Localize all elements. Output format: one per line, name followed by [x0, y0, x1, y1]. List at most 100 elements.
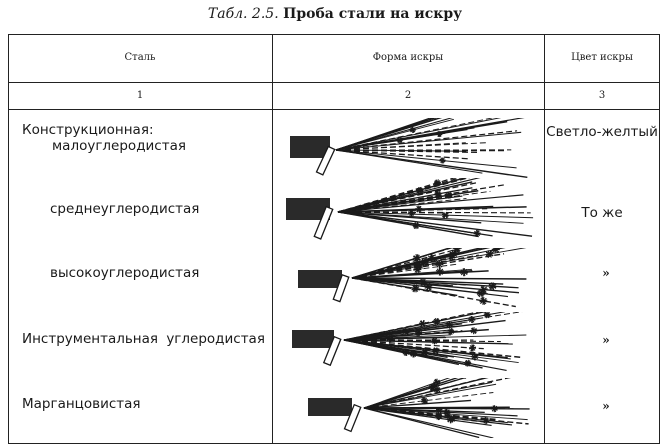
row-3-color: »: [602, 266, 610, 280]
spark-streak: [335, 118, 434, 151]
spark-streak: [337, 211, 534, 219]
workpiece-rod: [313, 205, 334, 240]
header-spark-shape: Форма искры: [372, 52, 444, 63]
spark-streak: [343, 339, 501, 343]
spark-illustration-high-carbon: [298, 248, 527, 308]
grinding-wheel-block: [308, 398, 352, 416]
spark-burst: [435, 267, 444, 276]
spark-streak: [335, 118, 432, 151]
column-number-1: 1: [136, 90, 144, 101]
spark-streak: [337, 178, 471, 213]
spark-streak: [343, 339, 513, 345]
spark-burst: [441, 211, 449, 219]
row-2-color: То же: [581, 205, 623, 221]
row-4-color: »: [602, 333, 610, 347]
workpiece-rod: [332, 273, 350, 303]
row-2-steel: среднеуглеродистая: [50, 201, 200, 217]
row-5-color: »: [602, 399, 610, 413]
spark-streak: [337, 178, 481, 213]
spark-burst: [492, 248, 500, 250]
spark-streak: [363, 378, 451, 409]
spark-burst: [409, 127, 416, 134]
spark-streak: [351, 248, 527, 279]
spark-illustration-tool-carbon: [292, 312, 527, 372]
column-divider-1: [272, 34, 273, 444]
spark-burst: [415, 205, 423, 213]
spark-streak: [363, 406, 510, 409]
spark-streak: [337, 190, 491, 213]
spark-streak: [363, 407, 495, 421]
spark-illustration-medium-carbon: [286, 178, 534, 240]
spark-streak: [351, 248, 452, 279]
column-number-3: 3: [598, 90, 606, 101]
spark-burst: [483, 312, 491, 319]
spark-burst: [431, 337, 439, 345]
row-5-steel: Марганцовистая: [22, 396, 141, 412]
table-number: Табл. 2.5.: [207, 6, 279, 22]
grinding-wheel-block: [292, 330, 334, 348]
spark-burst: [407, 209, 416, 217]
spark-streak: [351, 253, 505, 279]
workpiece-rod: [315, 145, 336, 176]
spark-burst: [433, 378, 441, 386]
spark-streak: [337, 211, 449, 214]
spark-burst: [469, 344, 477, 352]
spark-streak: [337, 211, 533, 237]
spark-streak: [363, 407, 485, 413]
spark-streak: [343, 339, 484, 350]
spark-streak: [343, 312, 487, 341]
spark-streak: [335, 118, 495, 151]
spark-burst: [396, 137, 403, 144]
spark-streak: [337, 211, 479, 238]
spark-streak: [351, 277, 458, 297]
spark-streak: [335, 118, 454, 151]
spark-streak: [335, 149, 528, 179]
spark-streak: [363, 407, 480, 438]
spark-streak: [337, 198, 467, 213]
row-1-color: Светло-желтый: [546, 124, 658, 140]
spark-streak: [335, 149, 507, 152]
row-3-steel: высокоуглеродистая: [50, 265, 200, 281]
spark-streak: [337, 211, 524, 224]
workpiece-rod: [322, 335, 342, 367]
table-title: Проба стали на искру: [283, 6, 463, 22]
spark-streak: [351, 277, 520, 294]
row-1-steel: малоуглеродистая: [52, 138, 186, 154]
spark-burst: [473, 229, 481, 237]
spark-burst: [485, 249, 494, 258]
grinding-wheel-block: [290, 136, 330, 158]
spark-streak: [337, 189, 479, 213]
spark-streak: [343, 328, 489, 341]
column-divider-2: [544, 34, 545, 444]
table-caption: Табл. 2.5. Проба стали на искру: [0, 6, 670, 22]
header-spark-color: Цвет искры: [571, 52, 633, 63]
spark-streak: [351, 277, 504, 285]
spark-burst: [439, 157, 446, 164]
table-frame: [8, 34, 660, 444]
spark-streak: [351, 277, 527, 280]
row-4-steel: Инструментальная углеродистая: [22, 331, 265, 347]
spark-burst: [479, 296, 488, 305]
spark-burst: [433, 386, 441, 394]
spark-burst: [412, 222, 420, 230]
column-number-2: 2: [404, 90, 412, 101]
spark-burst: [445, 191, 453, 199]
spark-streak: [363, 407, 528, 421]
workpiece-rod: [343, 403, 362, 433]
spark-streak: [351, 277, 516, 308]
spark-burst: [445, 321, 453, 329]
spark-illustration-low-carbon: [290, 118, 528, 179]
spark-streak: [363, 399, 472, 409]
spark-streak: [363, 392, 494, 409]
spark-streak: [351, 268, 473, 279]
row-1-group-label: Конструкционная:: [22, 122, 154, 138]
spark-streak: [363, 378, 486, 409]
spark-burst: [432, 347, 440, 355]
spark-streak: [335, 149, 517, 169]
spark-streak: [335, 130, 518, 151]
spark-streak: [343, 334, 527, 341]
spark-burst: [471, 353, 479, 361]
spark-illustration-manganese: [308, 378, 530, 438]
grinding-wheel-block: [298, 270, 342, 288]
spark-streak: [351, 248, 489, 279]
